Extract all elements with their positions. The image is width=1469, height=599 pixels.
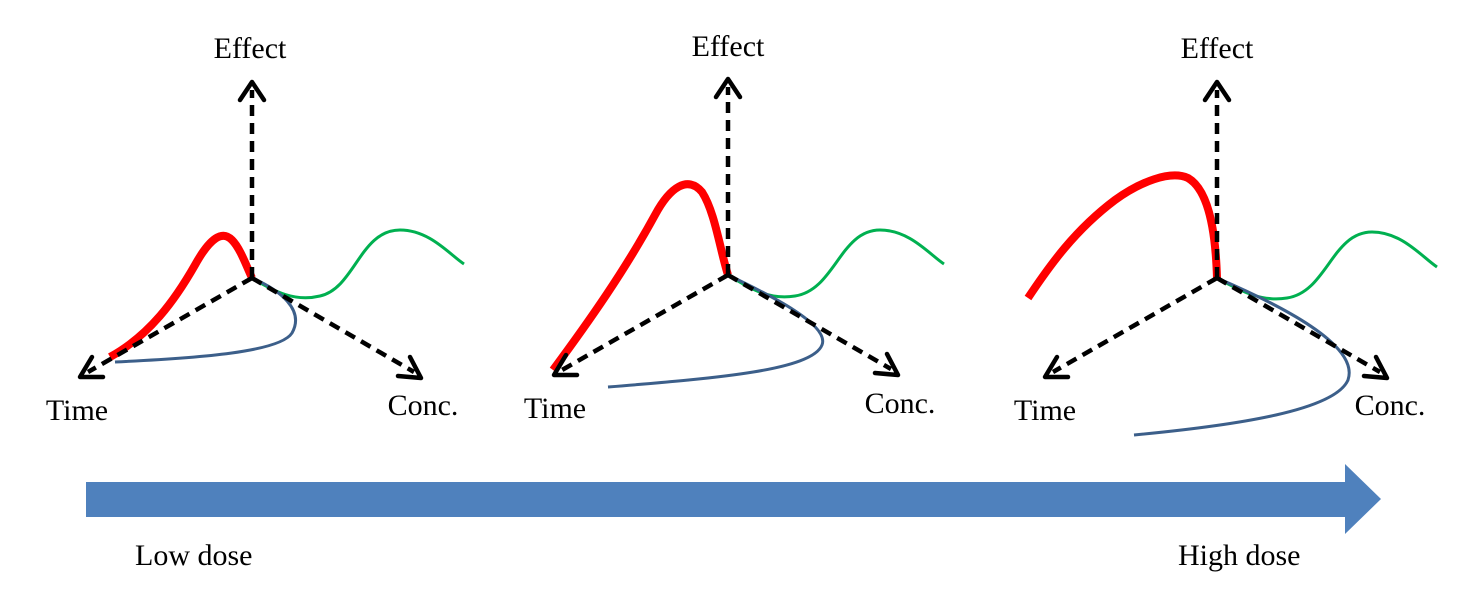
effect-axis-arrowhead — [713, 76, 743, 100]
conc-axis-arrowhead — [1361, 354, 1390, 381]
panel-low-dose: Effect Time Conc. — [46, 32, 465, 427]
conc-axis-arrowhead — [872, 351, 901, 378]
panel-mid-dose: Effect Time Conc. — [524, 30, 945, 425]
effect-axis-label: Effect — [214, 32, 287, 65]
concentration-curve — [1216, 230, 1438, 301]
time-axis-arrowhead — [551, 352, 580, 378]
dose-scale: Low dose High dose — [86, 464, 1381, 572]
conc-axis — [726, 273, 893, 371]
dose-arrow — [86, 464, 1381, 534]
time-axis-label: Time — [524, 392, 586, 425]
time-axis — [86, 276, 254, 374]
time-axis — [1051, 276, 1219, 374]
conc-axis-label: Conc. — [865, 387, 936, 420]
high-dose-label: High dose — [1178, 539, 1301, 572]
concentration-curve — [251, 228, 465, 300]
time-axis-label: Time — [46, 394, 108, 427]
time-curve — [1133, 276, 1351, 437]
time-axis-arrowhead — [77, 354, 106, 380]
effect-axis-arrowhead — [1202, 79, 1232, 103]
effect-curve — [1024, 171, 1221, 301]
effect-curve — [549, 180, 732, 373]
time-axis — [560, 273, 730, 372]
time-curve — [114, 276, 298, 364]
conc-axis-label: Conc. — [388, 389, 459, 422]
concentration-curve — [727, 228, 945, 299]
effect-axis-label: Effect — [692, 30, 765, 63]
conc-axis-arrowhead — [395, 354, 424, 381]
panel-high-dose: Effect Time Conc. — [1014, 32, 1438, 437]
conc-axis — [250, 276, 416, 374]
effect-axis-label: Effect — [1181, 32, 1254, 65]
time-axis-arrowhead — [1042, 354, 1071, 380]
conc-axis-label: Conc. — [1355, 389, 1426, 422]
effect-axis-arrowhead — [237, 79, 267, 103]
conc-axis — [1215, 276, 1382, 374]
time-axis-label: Time — [1014, 394, 1076, 427]
effect-curve — [108, 231, 256, 361]
low-dose-label: Low dose — [135, 539, 252, 572]
time-curve — [607, 273, 825, 389]
